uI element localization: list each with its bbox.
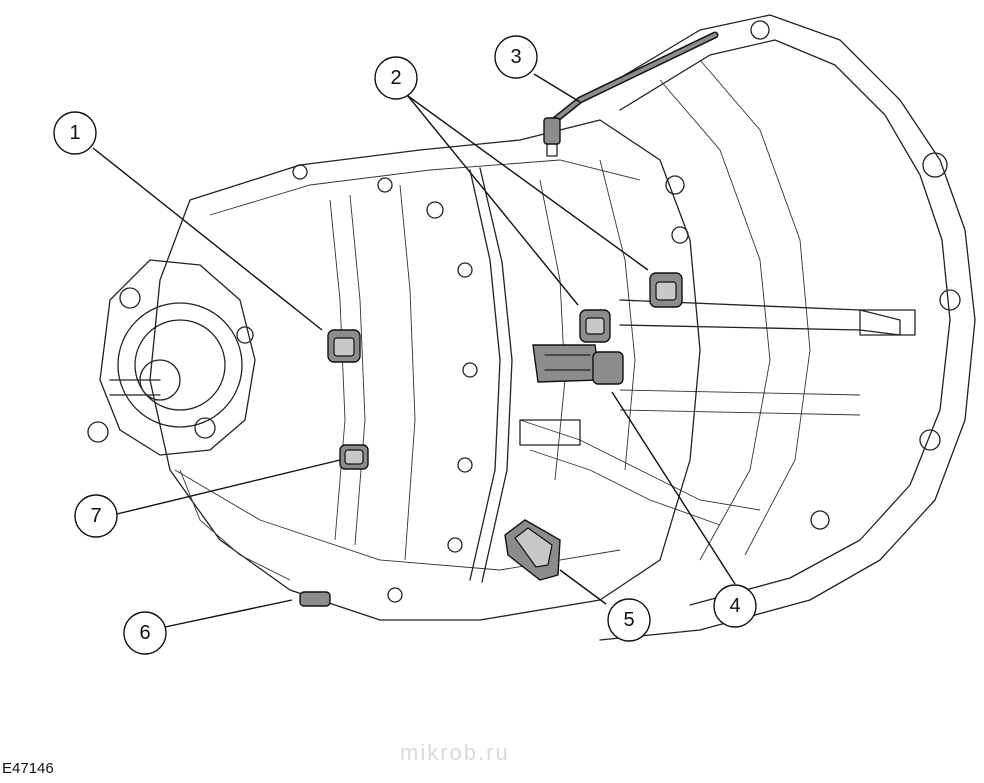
callout-7: 7: [74, 494, 118, 538]
callout-1: 1: [53, 111, 97, 155]
callout-2: 2: [374, 56, 418, 100]
callout-4: 4: [713, 584, 757, 628]
callout-label: 2: [390, 67, 401, 89]
callout-5: 5: [607, 598, 651, 642]
filler-plug-2: [579, 272, 683, 343]
sensor-connector-5: [504, 519, 561, 581]
level-plug-7: [339, 444, 369, 470]
drain-plug-6: [299, 591, 331, 607]
callout-label: 4: [729, 595, 740, 617]
callout-label: 7: [90, 505, 101, 527]
vent-tube-3: [543, 31, 719, 157]
callout-label: 6: [139, 622, 150, 644]
callout-label: 1: [69, 122, 80, 144]
callout-label: 5: [623, 609, 634, 631]
callout-label: 3: [510, 46, 521, 68]
callout-leaders: [92, 73, 736, 628]
drain-plug-1: [327, 329, 361, 363]
watermark: mikrob.ru: [400, 740, 510, 765]
callout-3: 3: [494, 35, 538, 79]
callout-6: 6: [123, 611, 167, 655]
reverse-switch-4: [532, 344, 624, 385]
figure-id: E47146: [2, 760, 54, 777]
